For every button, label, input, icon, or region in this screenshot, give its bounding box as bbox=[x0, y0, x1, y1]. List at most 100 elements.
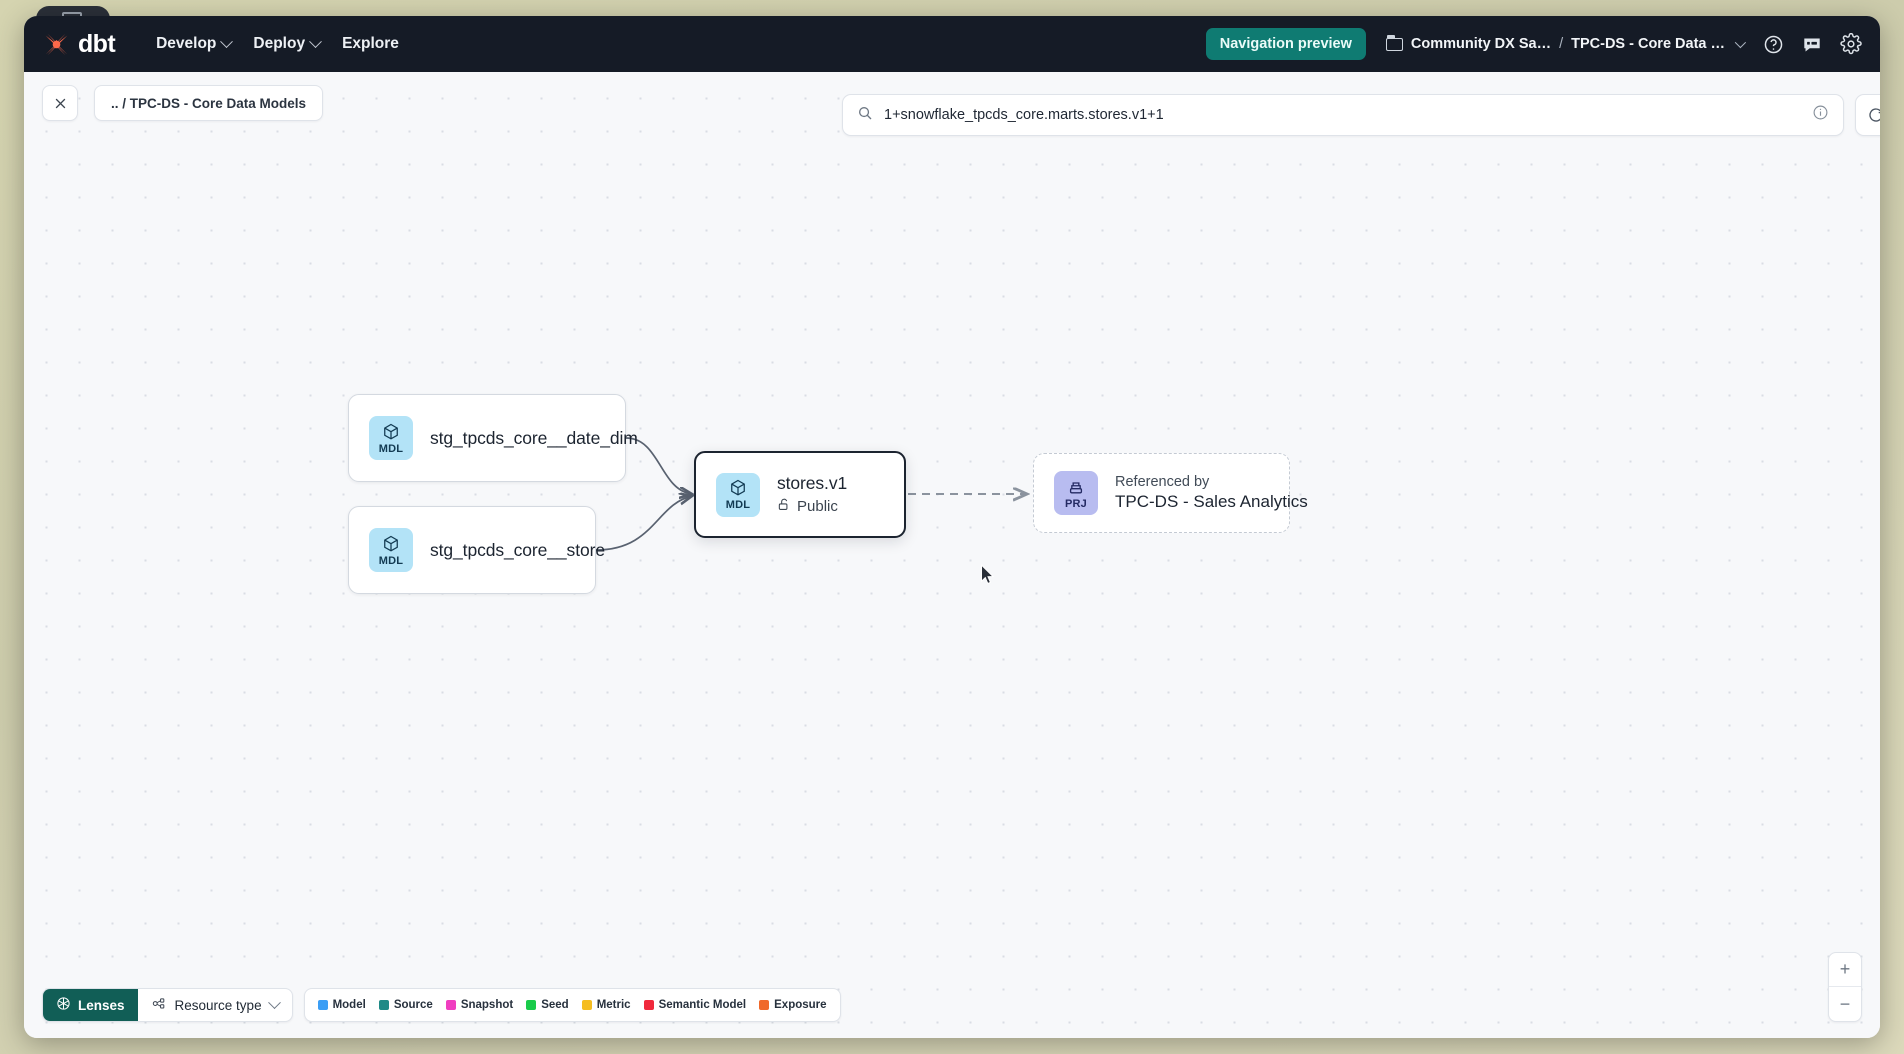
help-circle-icon[interactable] bbox=[1763, 34, 1784, 55]
node-body: stores.v1 Public bbox=[777, 473, 847, 516]
node-access-row: Public bbox=[777, 497, 847, 516]
lineage-canvas[interactable]: MDL stg_tpcds_core__date_dim MDL stg_tpc… bbox=[24, 72, 1880, 1038]
zoom-controls: + − bbox=[1828, 952, 1862, 1022]
node-badge-label: PRJ bbox=[1065, 497, 1087, 510]
legend-label: Exposure bbox=[774, 999, 827, 1011]
breadcrumb: Community DX Sa… / TPC-DS - Core Data … bbox=[1385, 34, 1747, 52]
legend-label: Snapshot bbox=[460, 999, 514, 1011]
legend-item[interactable]: Metric bbox=[581, 999, 631, 1011]
dbt-logo-icon bbox=[42, 30, 71, 59]
zoom-out-button[interactable]: − bbox=[1839, 993, 1851, 1014]
folder-icon bbox=[1385, 34, 1403, 51]
lineage-search-box[interactable] bbox=[842, 94, 1844, 136]
lineage-node-sales-analytics[interactable]: PRJ Referenced by TPC-DS - Sales Analyti… bbox=[1033, 453, 1308, 533]
legend-label: Seed bbox=[541, 999, 569, 1011]
node-badge-model: MDL bbox=[369, 528, 413, 572]
legend-item[interactable]: Semantic Model bbox=[643, 999, 747, 1011]
close-button[interactable] bbox=[42, 85, 78, 121]
node-badge-model: MDL bbox=[716, 472, 760, 517]
dbt-logo[interactable]: dbt bbox=[42, 29, 116, 59]
node-badge-label: MDL bbox=[378, 442, 404, 455]
nav-item-explore[interactable]: Explore bbox=[331, 28, 410, 60]
feedback-chat-icon[interactable] bbox=[1801, 34, 1823, 55]
legend-item[interactable]: Seed bbox=[526, 999, 569, 1011]
node-title: stg_tpcds_core__date_dim bbox=[430, 428, 638, 449]
breadcrumb-project[interactable]: TPC-DS - Core Data … bbox=[1571, 36, 1725, 52]
top-bar-icons bbox=[1763, 33, 1862, 55]
dbt-logo-text: dbt bbox=[78, 29, 116, 58]
top-navigation-bar: dbt Develop Deploy Explore Navigation pr… bbox=[24, 16, 1880, 72]
project-breadcrumb-pill[interactable]: .. / TPC-DS - Core Data Models bbox=[94, 85, 324, 121]
node-title-text: TPC-DS - Sales Analytics bbox=[1115, 492, 1308, 511]
legend-swatch bbox=[526, 1000, 537, 1010]
info-circle-icon[interactable] bbox=[1812, 104, 1829, 126]
lineage-node-stg-store[interactable]: MDL stg_tpcds_core__store bbox=[348, 506, 605, 594]
cube-icon bbox=[384, 423, 398, 440]
chevron-down-icon bbox=[267, 995, 281, 1009]
legend-label: Source bbox=[393, 999, 433, 1011]
nav-item-explore-label: Explore bbox=[342, 35, 399, 52]
legend-swatch bbox=[445, 1000, 456, 1010]
lenses-label: Lenses bbox=[78, 997, 125, 1013]
legend-swatch bbox=[581, 1000, 592, 1010]
lenses-button[interactable]: Lenses bbox=[43, 989, 138, 1021]
lineage-node-stg-date-dim[interactable]: MDL stg_tpcds_core__date_dim bbox=[348, 394, 638, 482]
breadcrumb-separator: / bbox=[1559, 36, 1564, 52]
lens-control-group: Lenses Resource type bbox=[42, 988, 293, 1022]
refresh-button[interactable] bbox=[1855, 94, 1880, 136]
chevron-down-icon bbox=[309, 34, 322, 48]
nav-item-deploy[interactable]: Deploy bbox=[242, 28, 331, 60]
lens-aperture-icon bbox=[56, 996, 71, 1014]
chevron-down-icon[interactable] bbox=[1734, 36, 1747, 49]
node-badge-label: MDL bbox=[378, 554, 404, 567]
legend-label: Semantic Model bbox=[658, 999, 747, 1011]
unlock-icon bbox=[777, 497, 791, 516]
resource-type-label: Resource type bbox=[174, 997, 262, 1013]
search-icon bbox=[857, 105, 873, 126]
legend-item[interactable]: Exposure bbox=[759, 999, 827, 1011]
legend-swatch bbox=[378, 1000, 389, 1010]
nav-item-deploy-label: Deploy bbox=[253, 35, 306, 52]
legend-item[interactable]: Model bbox=[317, 999, 366, 1011]
resource-type-dropdown[interactable]: Resource type bbox=[138, 989, 292, 1021]
search-input[interactable] bbox=[884, 107, 1801, 123]
node-title: stg_tpcds_core__store bbox=[430, 540, 605, 561]
breadcrumb-account[interactable]: Community DX Sa… bbox=[1410, 36, 1552, 52]
browser-window: dbt Develop Deploy Explore Navigation pr… bbox=[24, 16, 1880, 1038]
node-kicker-text: Referenced by bbox=[1115, 474, 1210, 490]
node-access-label: Public bbox=[797, 498, 838, 515]
node-badge-label: MDL bbox=[725, 499, 751, 511]
legend-swatch bbox=[759, 1000, 770, 1010]
bottom-toolbar: Lenses Resource type bbox=[42, 988, 841, 1022]
lineage-toolbar: .. / TPC-DS - Core Data Models bbox=[24, 72, 1880, 134]
chevron-down-icon bbox=[220, 34, 234, 48]
navigation-preview-button[interactable]: Navigation preview bbox=[1205, 28, 1366, 60]
node-title-text: stg_tpcds_core__date_dim bbox=[430, 427, 638, 448]
cube-icon bbox=[384, 535, 398, 552]
search-area bbox=[842, 94, 1880, 136]
edge-store-to-stores bbox=[595, 496, 692, 551]
resource-nodes-icon bbox=[151, 996, 167, 1014]
node-body: Referenced by TPC-DS - Sales Analytics bbox=[1115, 474, 1308, 512]
layers-icon bbox=[1069, 481, 1083, 493]
legend-swatch bbox=[643, 1000, 654, 1010]
legend-item[interactable]: Source bbox=[378, 999, 433, 1011]
refresh-icon bbox=[1869, 108, 1880, 122]
node-title-text: stores.v1 bbox=[777, 473, 848, 493]
settings-gear-icon[interactable] bbox=[1840, 33, 1862, 55]
zoom-in-button[interactable]: + bbox=[1829, 953, 1861, 987]
lineage-legend: Model Source Snapshot Seed Metric Semantic Mo… bbox=[303, 988, 841, 1022]
cube-icon bbox=[731, 479, 745, 496]
node-badge-model: MDL bbox=[369, 416, 413, 460]
legend-label: Model bbox=[332, 999, 366, 1011]
close-icon bbox=[55, 98, 65, 108]
legend-swatch bbox=[317, 1000, 328, 1010]
lineage-node-stores-v1[interactable]: MDL stores.v1 Public bbox=[694, 451, 906, 538]
lineage-edges bbox=[595, 437, 1880, 551]
node-title-text: stg_tpcds_core__store bbox=[430, 539, 605, 560]
legend-item[interactable]: Snapshot bbox=[445, 999, 514, 1011]
nav-item-develop-label: Develop bbox=[156, 35, 217, 52]
nav-item-develop[interactable]: Develop bbox=[145, 28, 242, 60]
legend-label: Metric bbox=[596, 999, 631, 1011]
